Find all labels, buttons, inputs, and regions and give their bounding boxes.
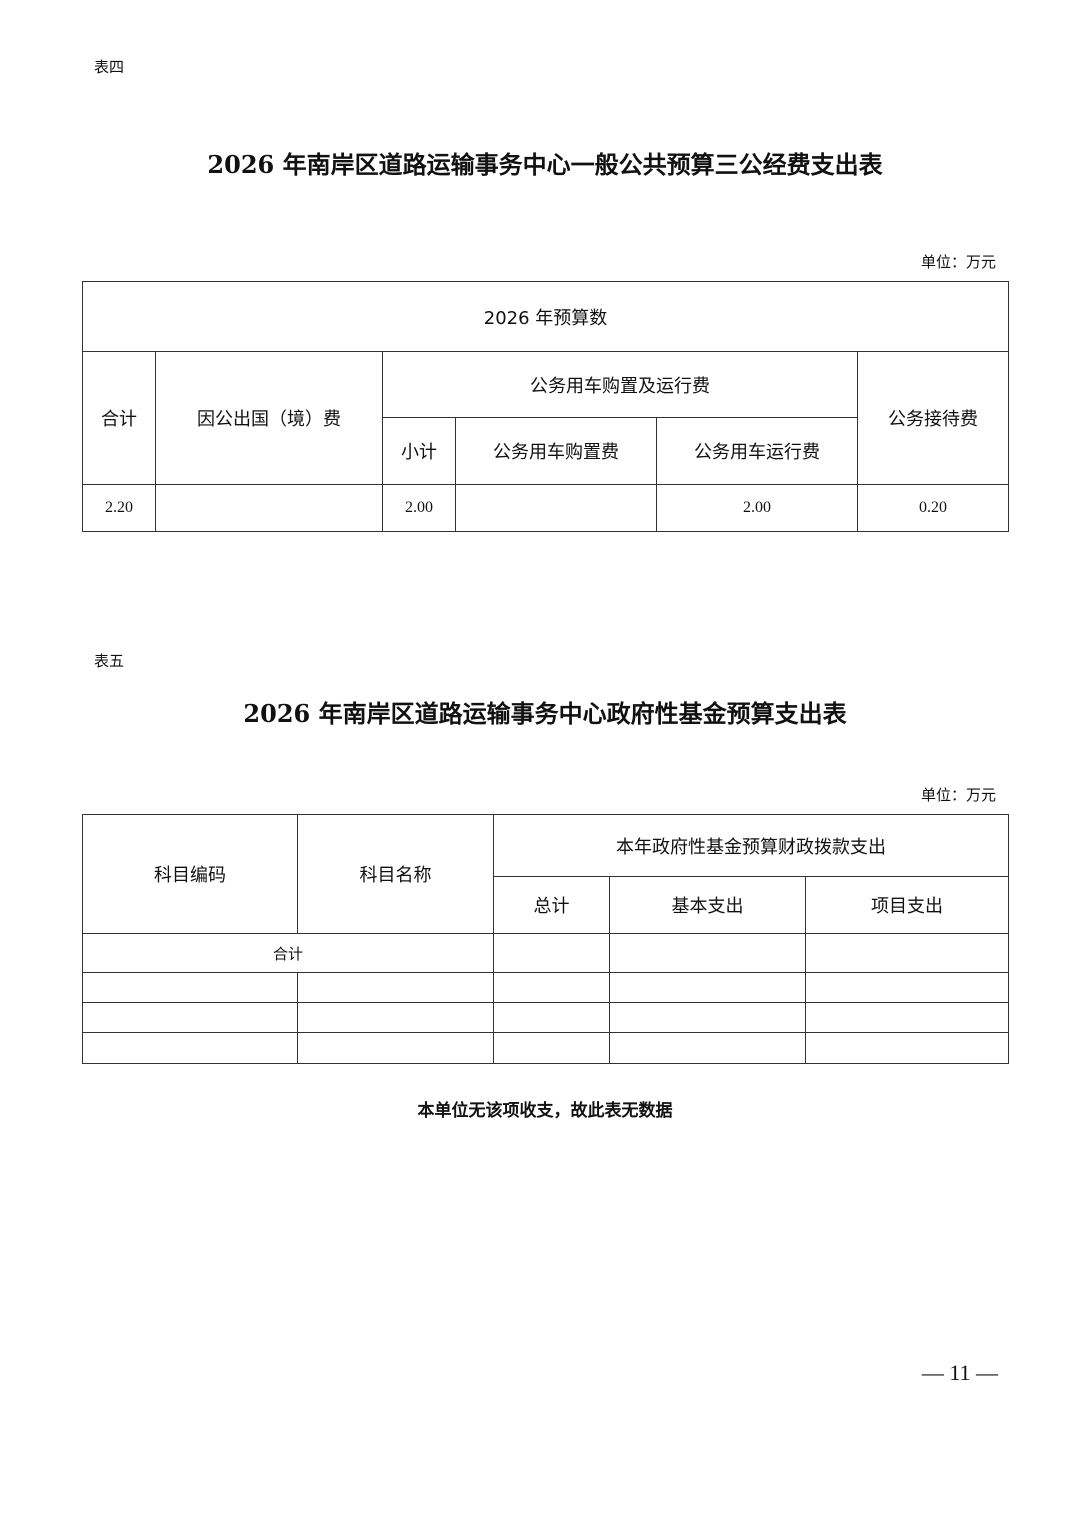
header-purchase: 公务用车购置费	[455, 417, 657, 485]
header-group: 本年政府性基金预算财政拨款支出	[492, 814, 1010, 877]
header-code: 科目编码	[82, 814, 298, 934]
table5-label: 表五	[94, 652, 125, 670]
cell	[609, 933, 806, 973]
cell-abroad	[155, 484, 383, 532]
cell	[804, 972, 1010, 1003]
table5-unit: 单位：万元	[920, 786, 996, 804]
table4-unit: 单位：万元	[920, 253, 996, 271]
no-data-note: 本单位无该项收支，故此表无数据	[417, 1101, 673, 1121]
cell	[804, 1032, 1010, 1064]
header-reception: 公务接待费	[856, 351, 1010, 485]
cell	[804, 933, 1010, 973]
table5: 科目编码 科目名称 本年政府性基金预算财政拨款支出 总计 基本支出 项目支出 合…	[82, 814, 1010, 1064]
cell	[493, 1032, 610, 1064]
header-total: 合计	[82, 351, 156, 485]
header-abroad: 因公出国（境）费	[155, 351, 383, 485]
table-row: 2.20 2.00 2.00 0.20	[82, 484, 1010, 532]
total-row-label: 合计	[82, 933, 494, 973]
header-vehicle-group: 公务用车购置及运行费	[382, 351, 858, 418]
cell	[609, 1032, 806, 1064]
cell-subtotal: 2.00	[382, 484, 456, 532]
cell	[82, 1032, 298, 1064]
cell	[609, 972, 806, 1003]
cell	[493, 972, 610, 1003]
table-row	[82, 1032, 1010, 1064]
table4-title: 2026 年南岸区道路运输事务中心一般公共预算三公经费支出表	[207, 150, 883, 179]
header-name: 科目名称	[297, 814, 494, 934]
cell	[297, 972, 494, 1003]
cell	[804, 1002, 1010, 1033]
cell	[493, 1002, 610, 1033]
table4: 2026 年预算数 合计 因公出国（境）费 公务用车购置及运行费 公务接待费 小…	[81, 281, 1010, 532]
cell	[297, 1002, 494, 1033]
cell	[493, 933, 610, 973]
table5-title: 2026 年南岸区道路运输事务中心政府性基金预算支出表	[243, 699, 847, 728]
cell	[609, 1002, 806, 1033]
cell-total: 2.20	[82, 484, 156, 532]
table4-label: 表四	[94, 58, 125, 76]
header-operation: 公务用车运行费	[656, 417, 858, 485]
cell-purchase	[455, 484, 657, 532]
cell-reception: 0.20	[856, 484, 1010, 532]
table-row: 合计	[82, 933, 1010, 973]
header-budget-year: 2026 年预算数	[81, 281, 1010, 352]
cell	[82, 972, 298, 1003]
cell	[82, 1002, 298, 1033]
cell-operation: 2.00	[656, 484, 858, 532]
header-total: 总计	[493, 876, 610, 934]
header-project: 项目支出	[804, 876, 1010, 934]
table-row	[82, 1002, 1010, 1033]
page-number: — 11 —	[921, 1360, 998, 1385]
table-row	[82, 972, 1010, 1003]
header-basic: 基本支出	[609, 876, 806, 934]
cell	[297, 1032, 494, 1064]
header-subtotal: 小计	[382, 417, 456, 485]
